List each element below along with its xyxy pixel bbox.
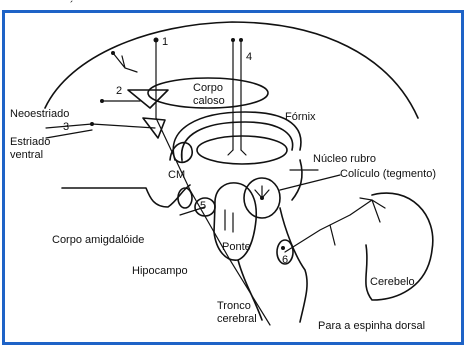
- pathway-number-5: 5: [200, 201, 206, 212]
- label-neoestriado: Neoestriado: [10, 108, 69, 120]
- label-corpo-caloso-1: Corpo: [193, 82, 223, 94]
- label-coliculo: Colículo (tegmento): [340, 168, 436, 180]
- pathway-number-1: 1: [162, 37, 168, 48]
- pathway-number-6: 6: [282, 255, 288, 266]
- label-cm: CM: [168, 169, 185, 181]
- thalamus-ellipse: [197, 136, 287, 164]
- label-corpo-caloso-2: caloso: [193, 95, 225, 107]
- label-nucleo-rubro: Núcleo rubro: [313, 153, 376, 165]
- brainstem-outline-right: [292, 160, 302, 200]
- pathway-number-2: 2: [116, 86, 122, 97]
- pathway-number-4: 4: [246, 52, 252, 63]
- label-cerebelo: Cerebelo: [370, 276, 415, 288]
- label-fornix: Fórnix: [285, 111, 316, 123]
- stray-mark: ´: [70, 0, 74, 12]
- label-hipocampo: Hipocampo: [132, 265, 188, 277]
- amygdala-shape: [178, 188, 192, 208]
- cortical-neuron-1: [113, 53, 137, 72]
- brainstem-outline-left: [62, 185, 190, 207]
- label-corpo-amigdaloide: Corpo amigdalóide: [52, 234, 144, 246]
- label-ponte: Ponte: [222, 241, 251, 253]
- cortex-outline: [45, 22, 418, 118]
- label-espinha-dorsal: Para a espinha dorsal: [318, 320, 425, 332]
- label-estriado-ventral-1: Estriado: [10, 136, 50, 148]
- label-tronco-1: Tronco: [217, 300, 251, 312]
- label-estriado-ventral-2: ventral: [10, 149, 43, 161]
- pathway-number-3: 3: [63, 122, 69, 133]
- label-tronco-2: cerebral: [217, 313, 257, 325]
- pathway-4: [233, 40, 241, 150]
